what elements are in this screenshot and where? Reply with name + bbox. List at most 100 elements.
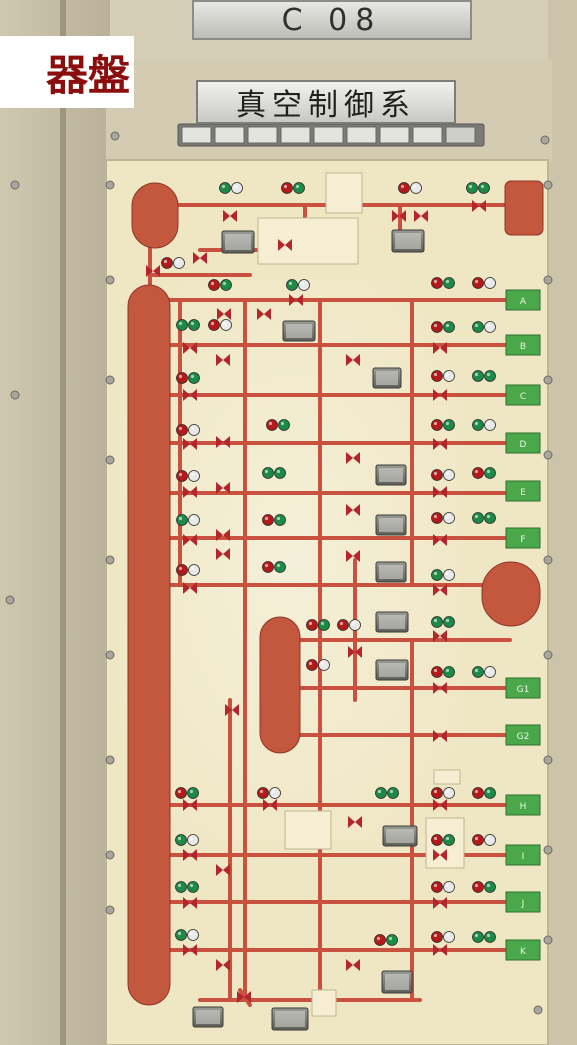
- branch-label-F: F: [520, 535, 525, 545]
- instrument-box-face: [225, 234, 251, 250]
- annunciator-window: [446, 127, 475, 143]
- lamp-highlight: [446, 884, 449, 887]
- vessel-top-left-tank: [132, 183, 178, 248]
- placard: [326, 173, 362, 213]
- indicator-lamp: [444, 470, 455, 481]
- annunciator-window: [413, 127, 442, 143]
- lamp-highlight: [277, 564, 280, 567]
- placard: [312, 990, 336, 1016]
- lamp-highlight: [475, 515, 478, 518]
- lamp-highlight: [434, 669, 437, 672]
- indicator-lamp: [444, 513, 455, 524]
- lamp-highlight: [190, 932, 193, 935]
- indicator-lamp: [485, 932, 496, 943]
- lamp-highlight: [321, 622, 324, 625]
- lamp-highlight: [401, 185, 404, 188]
- branch-label-A: A: [520, 297, 527, 307]
- placard: [258, 218, 358, 264]
- indicator-lamp: [189, 565, 200, 576]
- annunciator-window: [248, 127, 277, 143]
- indicator-lamp: [299, 280, 310, 291]
- lamp-highlight: [265, 564, 268, 567]
- lamp-highlight: [260, 790, 263, 793]
- lamp-highlight: [191, 322, 194, 325]
- indicator-lamp: [177, 471, 188, 482]
- instrument-box-face: [275, 1011, 305, 1027]
- instrument-box-face: [286, 324, 312, 338]
- lamp-highlight: [190, 884, 193, 887]
- panel-screw: [544, 376, 552, 384]
- lamp-highlight: [446, 790, 449, 793]
- lamp-highlight: [309, 622, 312, 625]
- indicator-lamp: [258, 788, 269, 799]
- lamp-highlight: [164, 260, 167, 263]
- indicator-lamp: [263, 562, 274, 573]
- lamp-highlight: [211, 322, 214, 325]
- panel-screw: [541, 136, 549, 144]
- lamp-highlight: [222, 185, 225, 188]
- lamp-highlight: [190, 837, 193, 840]
- indicator-lamp: [275, 515, 286, 526]
- indicator-lamp: [176, 930, 187, 941]
- lamp-highlight: [179, 375, 182, 378]
- lamp-highlight: [277, 470, 280, 473]
- lamp-highlight: [178, 790, 181, 793]
- indicator-lamp: [485, 468, 496, 479]
- indicator-lamp: [432, 322, 443, 333]
- lamp-highlight: [378, 790, 381, 793]
- indicator-lamp: [388, 788, 399, 799]
- indicator-lamp: [473, 420, 484, 431]
- indicator-lamp: [411, 183, 422, 194]
- panel-screw: [106, 906, 114, 914]
- indicator-lamp: [485, 882, 496, 893]
- indicator-lamp: [177, 373, 188, 384]
- indicator-lamp: [432, 371, 443, 382]
- lamp-highlight: [434, 619, 437, 622]
- indicator-lamp: [485, 371, 496, 382]
- lamp-highlight: [179, 427, 182, 430]
- vessel-top-right-tank: [505, 181, 543, 235]
- panel-screw: [544, 756, 552, 764]
- indicator-lamp: [189, 373, 200, 384]
- indicator-lamp: [485, 667, 496, 678]
- lamp-highlight: [265, 470, 268, 473]
- lamp-highlight: [434, 422, 437, 425]
- lamp-highlight: [340, 622, 343, 625]
- indicator-lamp: [307, 620, 318, 631]
- lamp-highlight: [446, 934, 449, 937]
- indicator-lamp: [263, 515, 274, 526]
- lamp-highlight: [178, 884, 181, 887]
- lamp-highlight: [269, 422, 272, 425]
- branch-label-H: H: [520, 802, 527, 812]
- indicator-lamp: [473, 468, 484, 479]
- lamp-highlight: [487, 470, 490, 473]
- indicator-lamp: [432, 835, 443, 846]
- panel-screw: [11, 181, 19, 189]
- indicator-lamp: [263, 468, 274, 479]
- panel-screw: [544, 936, 552, 944]
- panel-screw: [106, 376, 114, 384]
- lamp-highlight: [475, 884, 478, 887]
- lamp-highlight: [487, 324, 490, 327]
- indicator-lamp: [473, 882, 484, 893]
- branch-label-G2: G2: [517, 732, 530, 742]
- indicator-lamp: [432, 932, 443, 943]
- indicator-lamp: [473, 835, 484, 846]
- indicator-lamp: [176, 835, 187, 846]
- lamp-highlight: [352, 622, 355, 625]
- lamp-highlight: [179, 473, 182, 476]
- indicator-lamp: [432, 278, 443, 289]
- lamp-highlight: [434, 934, 437, 937]
- lamp-highlight: [301, 282, 304, 285]
- panel-screw: [544, 276, 552, 284]
- lamp-highlight: [178, 932, 181, 935]
- lamp-highlight: [277, 517, 280, 520]
- vessel-right-tank: [482, 562, 540, 626]
- indicator-lamp: [188, 930, 199, 941]
- panel-screw: [111, 132, 119, 140]
- panel-screw: [544, 556, 552, 564]
- lamp-highlight: [191, 375, 194, 378]
- placard: [434, 770, 460, 784]
- cabinet-right-frame: [548, 0, 577, 1045]
- lamp-highlight: [191, 427, 194, 430]
